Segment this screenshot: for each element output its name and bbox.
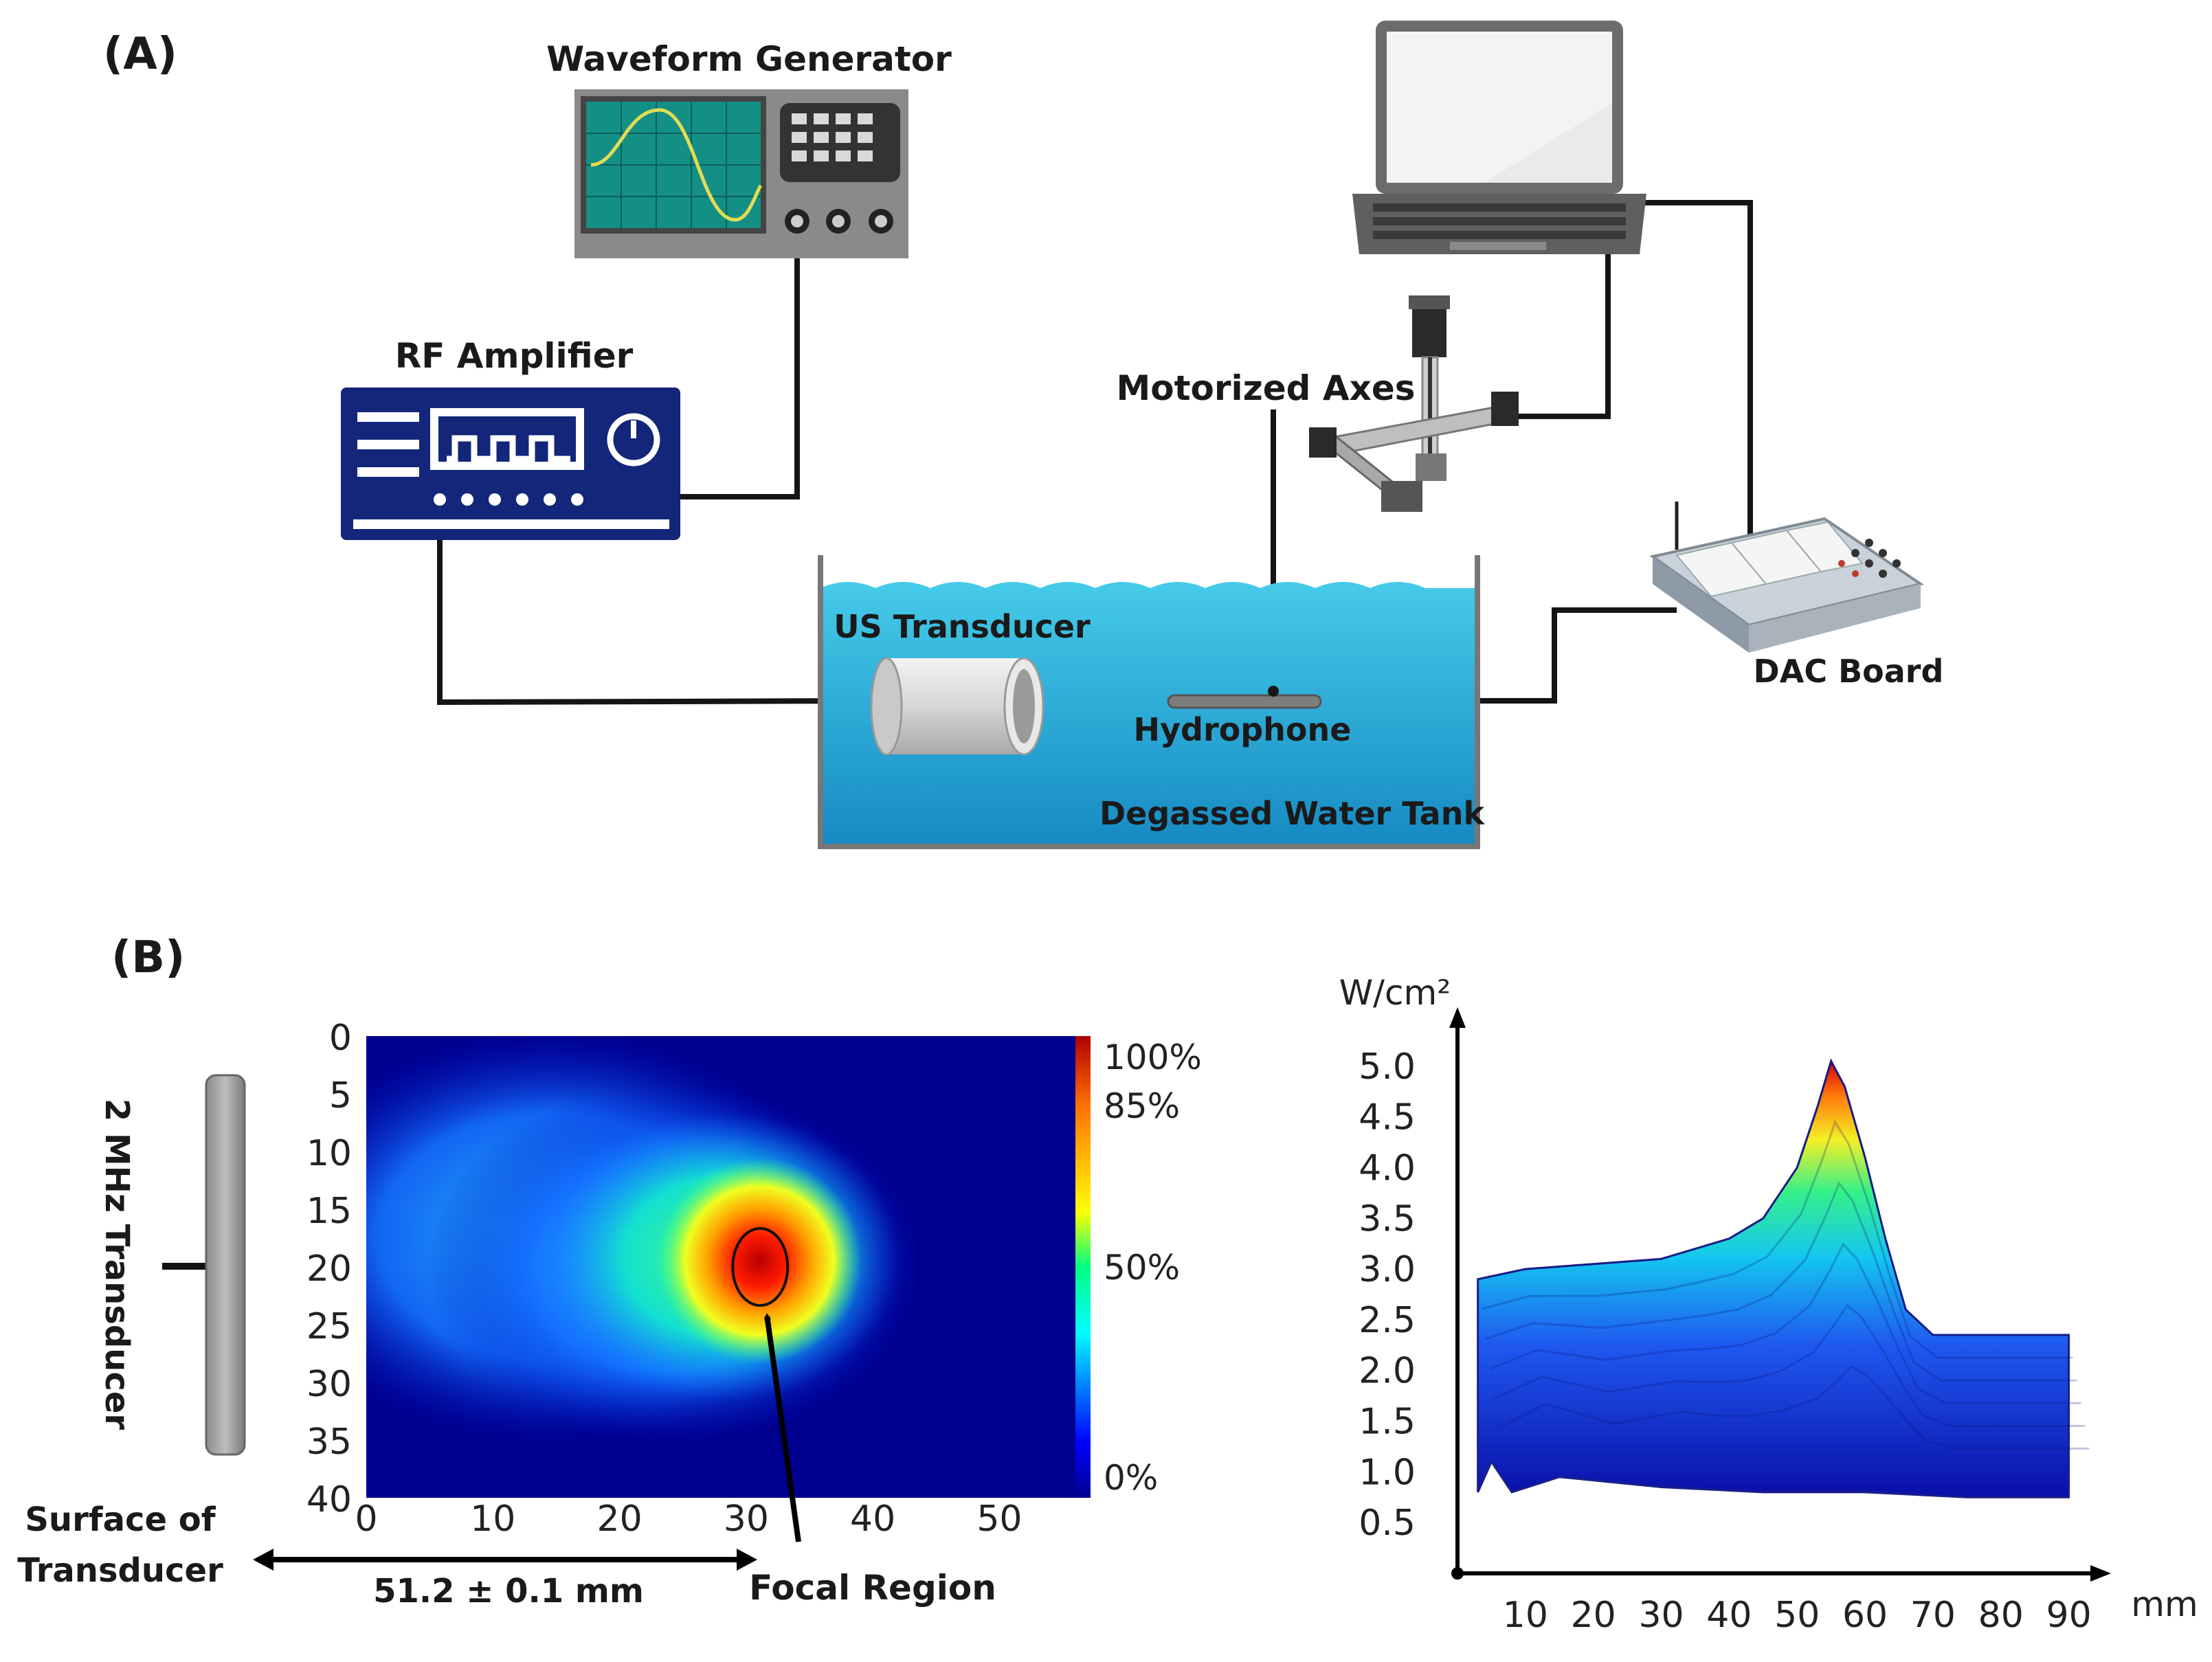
rf-amplifier-icon [341,388,680,540]
surface-x-tick: 40 [1706,1595,1752,1636]
us-transducer-label: US Transducer [834,608,1091,645]
dac-board-icon [1649,502,1924,653]
surface-x-tick: 60 [1842,1595,1888,1636]
surface-mesh-line [1489,1242,2081,1404]
surface-y-tick: 0.5 [1359,1503,1416,1544]
surface-y-tick: 4.5 [1359,1097,1416,1138]
water-tank-label: Degassed Water Tank [1099,795,1486,832]
surface-mesh-line [1482,1119,2073,1359]
intensity-surface [1477,1058,2090,1498]
heatmap-x-tick: 50 [976,1498,1022,1540]
heatmap-y-tick: 10 [306,1133,352,1174]
heatmap-y-tick: 30 [306,1364,352,1405]
surface-mesh-line [1477,1058,2069,1336]
colorbar-tick: 100% [1104,1037,1202,1077]
dac-board-label: DAC Board [1754,653,1944,690]
heatmap-x-ticks: 0 10 20 30 40 50 [355,1498,1022,1540]
surface-y-tick: 1.0 [1359,1452,1416,1493]
surface-y-tick: 1.5 [1359,1402,1416,1443]
surface-y-tick: 4.0 [1359,1147,1416,1189]
wire-axes-to-laptop [1488,254,1611,419]
surface-label-line2: Transducer [17,1551,223,1590]
panel-a-label: (A) [103,29,177,80]
colorbar-ticks: 100% 85% 50% 0% [1104,1037,1202,1498]
surface-x-axis-label: mm [2131,1584,2198,1624]
surface-mesh-line [1497,1365,2090,1450]
wire-laptop-to-dac [1615,200,1753,536]
surface-x-tick: 10 [1503,1595,1548,1636]
heatmap-y-tick: 20 [306,1248,352,1290]
surface-y-ticks: 5.0 4.5 4.0 3.5 3.0 2.5 2.0 1.5 1.0 0.5 [1359,1046,1416,1544]
intensity-surface-chart: W/cm² mm 10 20 30 40 50 60 70 80 90 5.0 4.5 4.0 3.5… [1339,973,2198,1636]
wire-amplifier-to-transducer [437,499,882,706]
heatmap-field [366,1036,921,1443]
colorbar-tick: 50% [1104,1248,1180,1288]
motorized-axes-label: Motorized Axes [1117,368,1416,408]
heatmap-y-tick: 40 [306,1479,352,1520]
surface-y-tick: 2.5 [1359,1300,1416,1341]
us-transducer-icon [870,657,1044,756]
focal-distance-label: 51.2 ± 0.1 mm [373,1572,644,1610]
surface-x-tick: 90 [2046,1595,2091,1636]
hydrophone-icon [1167,686,1322,709]
surface-y-tick: 3.0 [1359,1249,1416,1290]
transducer-label: 2 MHz Transducer [98,1099,136,1430]
motorized-axes-icon [1309,295,1519,512]
surface-x-tick: 70 [1910,1595,1956,1636]
hydrophone-label: Hydrophone [1134,711,1352,748]
surface-y-tick: 2.0 [1359,1351,1416,1392]
heatmap-x-tick: 30 [724,1498,769,1540]
surface-x-tick: 50 [1774,1595,1820,1636]
colorbar-tick: 85% [1104,1086,1180,1126]
colorbar-tick: 0% [1104,1458,1158,1498]
water-tank [818,555,1480,849]
waveform-generator-label: Waveform Generator [546,39,952,79]
focal-distance-arrow [253,1549,757,1571]
panel-b-label: (B) [111,932,185,983]
surface-x-tick: 30 [1638,1595,1684,1636]
surface-mesh-line [1493,1303,2086,1427]
heatmap-y-tick: 15 [306,1191,352,1232]
laptop-icon [1352,21,1646,254]
surface-y-axis-label: W/cm² [1339,973,1451,1013]
surface-x-tick: 20 [1571,1595,1616,1636]
heatmap-y-tick: 0 [329,1018,352,1059]
heatmap-y-tick: 25 [306,1306,352,1347]
waveform-generator-icon [574,89,908,258]
heatmap-x-tick: 20 [596,1498,642,1540]
transducer-disc-icon [162,1074,246,1456]
focal-region-arrow [764,1313,801,1542]
heatmap-x-tick: 10 [470,1498,515,1540]
surface-label-line1: Surface of [25,1501,216,1539]
colorbar [1075,1036,1091,1498]
heatmap-y-ticks: 0 5 10 15 20 25 30 35 40 [306,1018,352,1520]
focal-region-ellipse [731,1227,790,1307]
intensity-surface-area [1477,1058,2070,1498]
heatmap-chart: 0 10 20 30 40 50 0 5 10 15 20 25 30 35 40 100% 85% 50% 0… [306,1018,1202,1542]
surface-mesh-line [1486,1181,2077,1382]
focal-region-label: Focal Region [749,1568,996,1608]
surface-x-ticks: 10 20 30 40 50 60 70 80 90 [1503,1595,2092,1636]
surface-y-tick: 5.0 [1359,1046,1416,1088]
surface-y-tick: 3.5 [1359,1198,1416,1239]
heatmap-y-tick: 35 [306,1422,352,1463]
heatmap-x-tick: 0 [355,1498,377,1540]
surface-x-tick: 80 [1978,1595,2024,1636]
heatmap-x-tick: 40 [850,1498,895,1540]
heatmap-y-tick: 5 [329,1075,352,1116]
rf-amplifier-label: RF Amplifier [395,336,634,376]
